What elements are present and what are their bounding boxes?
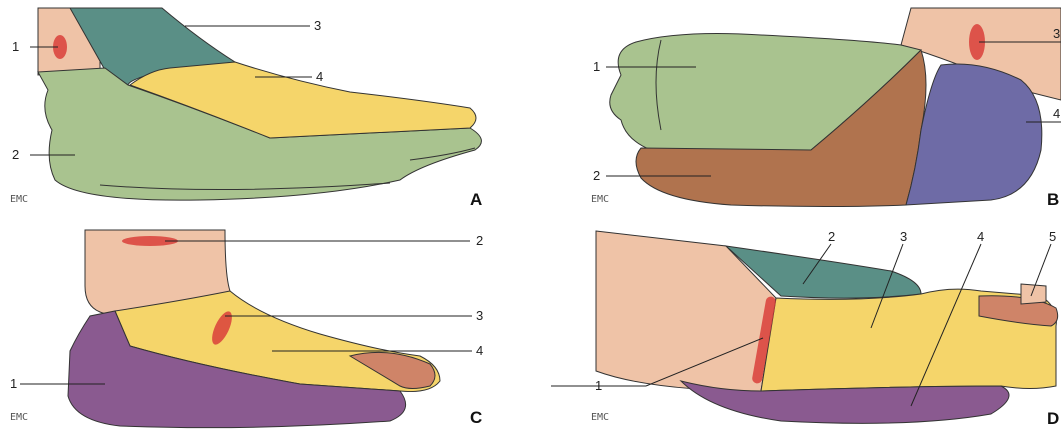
panel-a-illustration: 1 2 3 4 EMC A (0, 0, 530, 216)
emc-logo: EMC (10, 194, 28, 205)
label-1: 1 (595, 378, 602, 393)
label-4: 4 (316, 69, 323, 84)
label-2: 2 (476, 233, 483, 248)
panel-d-illustration: 1 2 3 4 5 EMC D (531, 216, 1061, 432)
label-2: 2 (593, 168, 600, 183)
label-4: 4 (1053, 106, 1060, 121)
panel-letter: C (470, 408, 482, 427)
panel-c-illustration: 1 2 3 4 EMC C (0, 216, 530, 432)
label-4: 4 (977, 229, 984, 244)
emc-logo: EMC (591, 194, 609, 205)
emc-logo: EMC (10, 412, 28, 423)
label-2: 2 (12, 147, 19, 162)
panel-b-illustration: 1 2 3 4 EMC B (531, 0, 1061, 216)
label-3: 3 (476, 308, 483, 323)
label-3: 3 (1053, 26, 1060, 41)
panel-a-lateral-foot: 1 2 3 4 EMC A (0, 0, 530, 216)
label-2: 2 (828, 229, 835, 244)
label-1: 1 (593, 59, 600, 74)
panel-d-dorsal-foot: 1 2 3 4 5 EMC D (531, 216, 1061, 432)
panel-c-medial-foot: 1 2 3 4 EMC C (0, 216, 530, 432)
label-4: 4 (476, 343, 483, 358)
label-5: 5 (1049, 229, 1056, 244)
panel-letter: A (470, 190, 482, 209)
label-3: 3 (900, 229, 907, 244)
panel-letter: D (1047, 409, 1059, 428)
label-3: 3 (314, 18, 321, 33)
emc-logo: EMC (591, 412, 609, 423)
panel-letter: B (1047, 190, 1059, 209)
big-toe-nail (1021, 284, 1046, 304)
panel-b-plantar-foot: 1 2 3 4 EMC B (531, 0, 1061, 216)
label-1: 1 (10, 376, 17, 391)
label-1: 1 (12, 39, 19, 54)
